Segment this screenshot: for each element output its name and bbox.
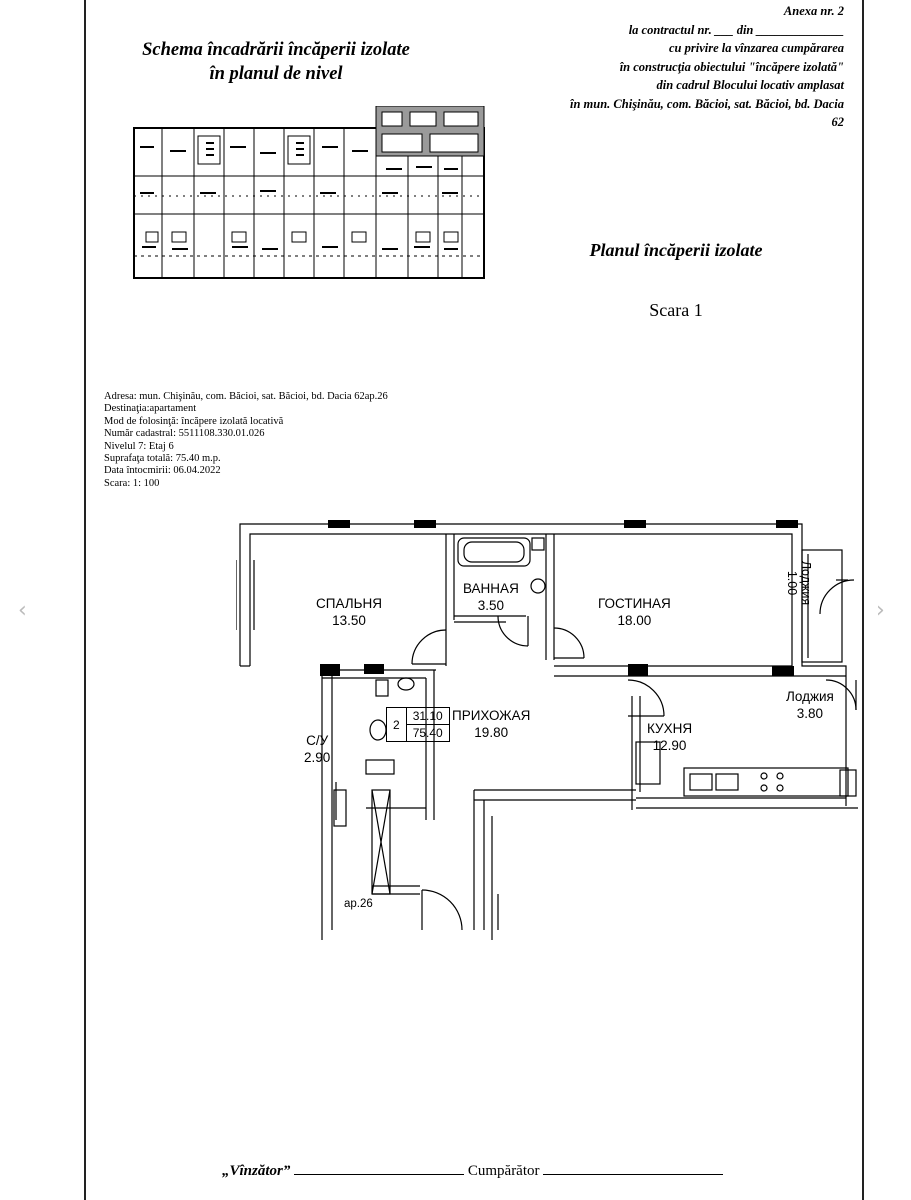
room-kitchen: КУХНЯ 12.90 <box>647 720 692 754</box>
room-kitchen-area: 12.90 <box>652 738 687 753</box>
annex-location: în mun. Chişinău, com. Băcioi, sat. Băci… <box>570 96 844 130</box>
area-stats-table: 2 31.10 75.40 <box>386 707 450 742</box>
annex-header: Anexa nr. 2 la contractul nr. ___ din __… <box>556 2 844 132</box>
room-wc: С/У 2.90 <box>304 732 330 766</box>
room-bathroom: ВАННАЯ 3.50 <box>463 580 519 614</box>
info-usage: Mod de folosinţă: încăpere izolată locat… <box>104 415 284 427</box>
room-hall: ПРИХОЖАЯ 19.80 <box>452 707 530 741</box>
room-wc-area: 2.90 <box>304 750 331 765</box>
document-page: Anexa nr. 2 la contractul nr. ___ din __… <box>84 0 864 1200</box>
stats-rooms-count: 2 <box>386 707 407 742</box>
chevron-right-icon[interactable]: › <box>876 598 885 623</box>
room-bathroom-area: 3.50 <box>477 598 505 613</box>
info-purpose: Destinaţia:apartament <box>104 403 197 415</box>
room-hall-area: 19.80 <box>474 725 509 740</box>
room-loggia-side: Лоджия 3.80 <box>786 688 834 722</box>
room-bedroom-name: СПАЛЬНЯ <box>316 596 382 611</box>
room-wc-name: С/У <box>306 733 329 748</box>
signature-line: „Vînzător” Cumpărător <box>222 1160 724 1180</box>
room-bedroom-area: 13.50 <box>332 613 366 628</box>
annex-construction: în construcţia obiectului "încăpere izol… <box>619 59 844 74</box>
room-loggia-top-area: 1.00 <box>785 570 799 596</box>
property-info: Adresa: mun. Chişinău, com. Băcioi, sat.… <box>104 391 404 490</box>
info-total-area: Suprafaţa totală: 75.40 m.p. <box>104 453 221 465</box>
room-loggia-side-area: 3.80 <box>796 706 824 721</box>
seller-label: „Vînzător” <box>222 1163 291 1179</box>
annex-contract: la contractul nr. ___ din ______________ <box>628 22 844 37</box>
room-loggia-side-name: Лоджия <box>786 689 834 704</box>
room-kitchen-name: КУХНЯ <box>647 721 693 736</box>
buyer-signature-field <box>543 1160 724 1175</box>
stats-total-area: 75.40 <box>405 724 450 742</box>
apartment-reference: ap.26 <box>344 898 373 910</box>
apartment-floor-plan <box>236 520 858 940</box>
room-living-area: 18.00 <box>617 613 652 628</box>
annex-block: din cadrul Blocului locativ amplasat <box>656 78 844 92</box>
room-living: ГОСТИНАЯ 18.00 <box>598 595 671 629</box>
chevron-left-icon[interactable]: ‹ <box>18 598 27 623</box>
info-cadastral: Număr cadastral: 5511108.330.01.026 <box>104 428 265 440</box>
plan-title: Planul încăperii izolate <box>589 240 763 260</box>
floor-level-thumbnail <box>133 106 485 279</box>
room-loggia-top: Лоджия 1.00 <box>785 555 813 611</box>
stats-living-area: 31.10 <box>405 707 450 725</box>
room-bathroom-name: ВАННАЯ <box>463 581 519 596</box>
scheme-title-line1: Schema încadrării încăperii izolate <box>142 40 410 60</box>
scheme-title-line2: în planul de nivel <box>209 64 343 84</box>
annex-regarding: cu privire la vînzarea cumpărarea <box>669 41 844 55</box>
annex-number: Anexa nr. 2 <box>783 4 844 18</box>
seller-signature-field <box>294 1160 465 1175</box>
info-scale: Scara: 1: 100 <box>104 477 160 489</box>
room-hall-name: ПРИХОЖАЯ <box>452 708 531 723</box>
scheme-title: Schema încadrării încăperii izolate în p… <box>126 38 426 86</box>
room-bedroom: СПАЛЬНЯ 13.50 <box>316 595 382 629</box>
room-living-name: ГОСТИНАЯ <box>598 596 671 611</box>
info-level: Nivelul 7: Etaj 6 <box>104 440 174 452</box>
info-address: Adresa: mun. Chişinău, com. Băcioi, sat.… <box>104 391 388 402</box>
room-loggia-top-name: Лоджия <box>799 560 813 606</box>
info-date: Data întocmirii: 06.04.2022 <box>104 465 221 477</box>
buyer-label: Cumpărător <box>467 1163 540 1179</box>
plan-scale: Scara 1 <box>649 300 703 320</box>
